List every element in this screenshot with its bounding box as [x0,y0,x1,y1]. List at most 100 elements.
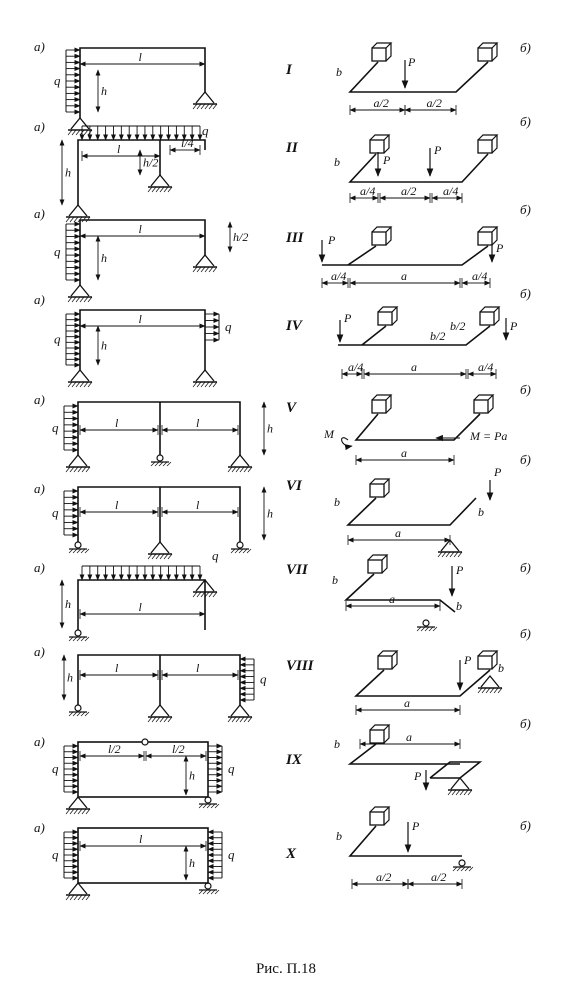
part-a-label: а) [34,119,45,134]
ground-hatch [85,894,91,901]
pin-support [195,368,215,382]
fixed-block-top [477,650,499,657]
roller-support [236,541,244,549]
fixed-block-top [369,806,391,813]
ground-hatch [231,466,237,473]
load-q-label: q [52,847,59,862]
ground-hatch [73,216,79,223]
fixed-block-side [383,725,390,744]
ground-hatch [192,381,198,388]
ground-hatch [159,553,165,560]
roller-support [204,796,212,804]
ground-hatch [163,716,169,723]
ground-hatch [246,548,252,554]
fixed-block-side [391,651,398,670]
dimension-a4: a/4 [331,269,346,283]
dimension-h: h [65,166,71,180]
ground-hatch [204,591,210,598]
fixed-block-side [487,395,494,414]
ground-hatch [449,551,455,558]
ground-hatch [208,591,214,598]
ground-hatch [150,461,156,467]
ground-hatch [83,129,89,136]
ground-hatch [212,103,218,110]
dimension-b: b [334,737,340,751]
force-p-label: P [495,241,504,255]
ground-hatch [428,626,434,632]
ground-hatch [214,803,220,809]
dimension-l: l [139,312,143,326]
ground-hatch [77,808,83,815]
ground-hatch [167,716,173,723]
ground-hatch [158,461,164,467]
dimension-h: h [101,251,107,265]
variant-number-x: X [285,846,297,862]
frame-2 [77,139,206,205]
dimension-h: h [65,597,71,611]
ground-hatch [196,591,202,598]
variant-number-viii: VIII [286,658,315,674]
ground-hatch [457,551,463,558]
load-q-label: q [52,505,59,520]
fixed-block [377,311,393,326]
fixed-block-side [491,135,498,154]
ground-hatch [84,636,90,642]
beam-system-9-plate [429,761,483,779]
dimension-a2: a/2 [374,96,389,110]
ground-hatch [424,626,430,632]
ground-hatch [84,548,90,554]
ground-hatch [447,789,453,796]
ground-hatch [212,266,218,273]
ground-hatch [497,687,503,694]
ground-hatch [493,687,499,694]
ground-hatch [163,186,169,193]
ground-hatch [166,461,172,467]
frame-5 [77,401,241,455]
ground-hatch [196,381,202,388]
ground-hatch [451,789,457,796]
ground-hatch [154,461,160,467]
pin-support [150,540,170,554]
ground-hatch [212,381,218,388]
ground-hatch [459,789,465,796]
ground-hatch [456,866,462,872]
fixed-block-side [383,135,390,154]
ground-hatch [198,889,204,895]
ground-hatch [69,216,75,223]
beam-system-3 [322,245,489,266]
frame-3 [79,219,206,285]
dimension-l2: l/2 [172,742,185,756]
part-b-label: б) [520,818,531,833]
roller-support [204,882,212,890]
variant-number-i: I [285,62,293,78]
ground-hatch [477,687,483,694]
ground-hatch [208,381,214,388]
ground-hatch [235,466,241,473]
ground-hatch [239,716,245,723]
variant-number-iii: III [285,230,305,246]
dimension-l: l [196,661,200,675]
pin-support [230,453,250,467]
dimension-h: h [267,507,273,521]
ground-hatch [230,548,236,554]
part-b-label: б) [520,286,531,301]
ground-hatch [231,716,237,723]
dimension-h: h [189,769,195,783]
fixed-block-side [491,43,498,62]
dimension-b: b [336,65,342,79]
moment-m [341,437,353,451]
ground-hatch [208,266,214,273]
load-q-label: q [228,761,235,776]
fixed-block-top [477,134,499,141]
pin-support [480,674,500,688]
fixed-block [371,47,387,62]
force-p-label: P [493,465,502,479]
dimension-l: l [139,50,143,64]
ground-hatch [247,466,253,473]
dimension-a2: a/2 [427,96,442,110]
fixed-block [473,399,489,414]
load-q-label: q [52,420,59,435]
ground-hatch [192,266,198,273]
load-q-label: q [52,761,59,776]
ground-hatch [452,866,458,872]
